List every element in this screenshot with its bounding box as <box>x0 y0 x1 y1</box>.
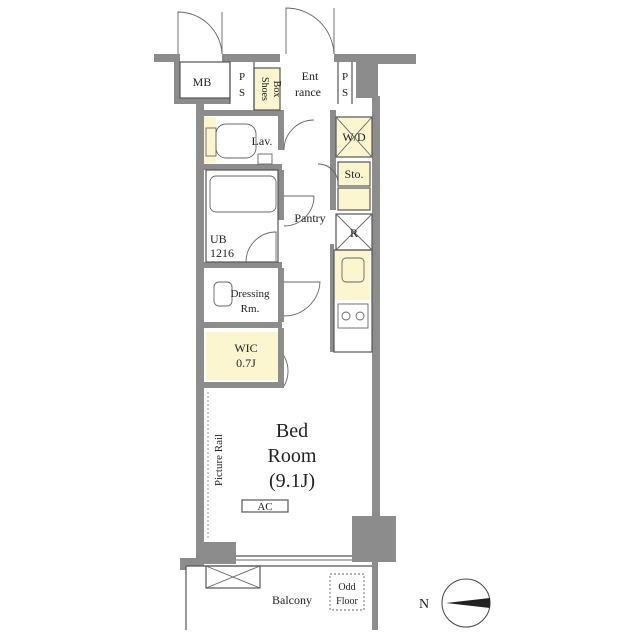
label-ac: AC <box>257 501 272 513</box>
label-odd-2: Floor <box>336 596 358 607</box>
thin-lines <box>177 7 373 630</box>
label-lav: Lav. <box>252 134 273 148</box>
label-wic-2: 0.7J <box>236 356 256 370</box>
label-ub-2: 1216 <box>210 246 234 260</box>
label-ps-right-2: S <box>342 87 348 99</box>
label-wd: W/D <box>342 130 366 144</box>
label-room: Room <box>268 445 317 467</box>
label-picture-rail: Picture Rail <box>213 434 225 486</box>
label-dressing-2: Rm. <box>241 303 260 315</box>
room-labels: MB P S Shoes Box Ent rance P S Lav. W/D … <box>193 69 366 607</box>
label-mb: MB <box>193 75 212 89</box>
label-entrance-1: Ent <box>302 69 319 83</box>
compass: N <box>419 578 491 628</box>
label-odd-1: Odd <box>338 582 355 593</box>
shoes-box-area <box>254 68 280 110</box>
label-sto: Sto. <box>344 167 363 181</box>
walls <box>154 54 416 630</box>
label-ub-1: UB <box>210 232 227 246</box>
label-refrigerator: R <box>350 226 358 240</box>
wic-area <box>206 332 278 380</box>
label-bed: Bed <box>276 420 308 442</box>
lav-sink-area <box>202 117 216 163</box>
label-balcony: Balcony <box>272 593 312 607</box>
label-dressing-1: Dressing <box>230 288 270 300</box>
compass-label: N <box>419 597 429 612</box>
label-box: Box <box>271 81 282 98</box>
label-pantry: Pantry <box>294 211 325 225</box>
compass-needle-icon <box>446 598 490 608</box>
label-ps-right-1: P <box>342 71 348 83</box>
label-ps-left-2: S <box>239 87 245 99</box>
kitchen-sink-area <box>334 250 370 300</box>
label-shoes: Shoes <box>259 77 270 101</box>
storage-area <box>338 162 370 186</box>
label-room-size: (9.1J) <box>269 470 315 492</box>
label-wic-1: WIC <box>234 341 257 355</box>
label-ps-left-1: P <box>239 71 245 83</box>
label-entrance-2: rance <box>295 85 321 99</box>
storage-lower-area <box>338 188 370 210</box>
